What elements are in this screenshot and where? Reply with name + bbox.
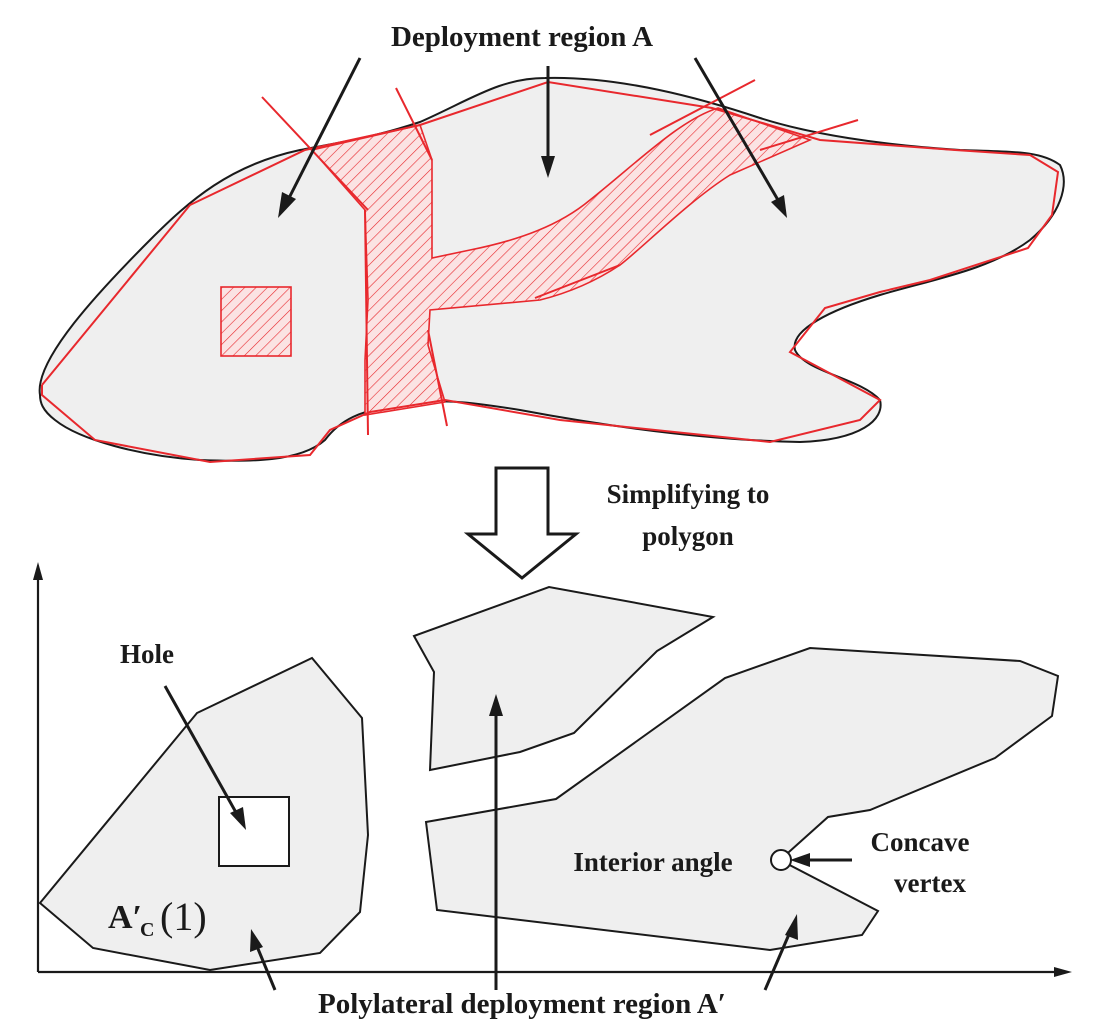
svg-text:A′: A′ [108,899,142,936]
construction-line [364,209,369,436]
construction-line [759,119,859,151]
left-polygon-region [38,656,370,972]
svg-text:(1): (1) [160,894,207,939]
deployment-region-label: Deployment region A [391,21,653,53]
interior-angle-label: Interior angle [573,847,732,877]
concave-label-line1: Concave [871,827,970,857]
approximating-polygon [41,80,1060,464]
sub-region-label: A′ C (1) [108,894,207,941]
polylateral-arrows [250,694,798,991]
hole-arrow [163,685,246,830]
hatched-band [310,107,813,416]
concave-vertex-marker [770,849,792,871]
construction-line [261,96,369,211]
construction-line [534,264,621,299]
hole-label: Hole [120,639,174,669]
simplifying-label-line1: Simplifying to [607,479,770,509]
original-region [38,76,1065,464]
right-polygon-region [424,646,1060,952]
polylateral-label: Polylateral deployment region A′ [318,988,726,1020]
hole-square [218,796,290,867]
hatched-obstacle [220,286,292,357]
construction-line [427,329,448,427]
middle-polygon-region [412,585,716,772]
svg-text:C: C [140,919,154,941]
axes [33,562,1072,977]
deployment-arrows [278,57,787,218]
simplify-arrow [463,466,581,580]
construction-line [395,87,433,161]
concave-arrow [790,853,852,867]
simplifying-label-line2: polygon [642,521,734,551]
construction-line [649,79,756,136]
concave-label-line2: vertex [894,868,966,898]
